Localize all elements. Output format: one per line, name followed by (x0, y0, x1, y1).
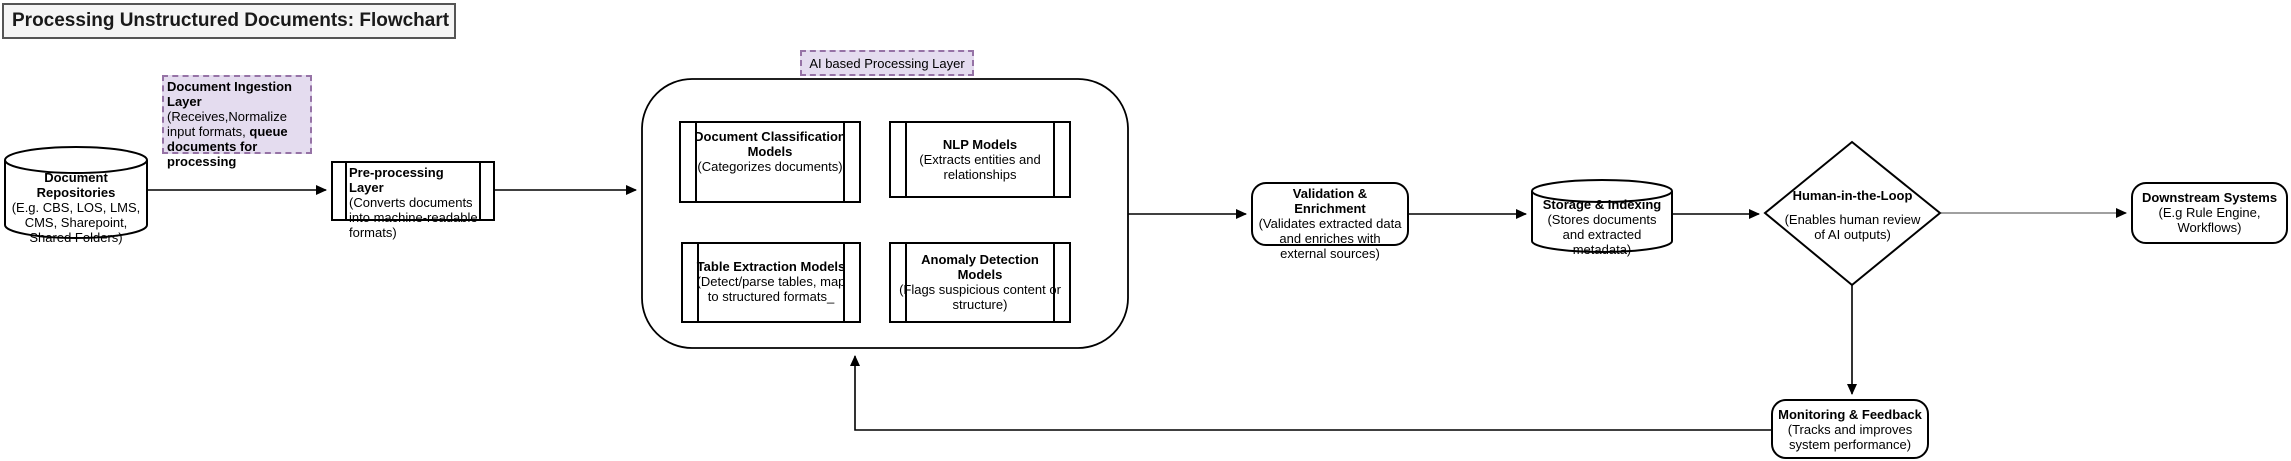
document-repositories-label: Document Repositories (E.g. CBS, LOS, LM… (11, 170, 141, 245)
nlp-label: NLP Models (Extracts entities and relati… (919, 137, 1041, 182)
anomaly-detection-label: Anomaly Detection Models (Flags suspicio… (899, 252, 1061, 312)
classification-box (679, 121, 861, 203)
document-repositories-cylinder (4, 146, 148, 239)
downstream-systems-label: Downstream Systems (E.g Rule Engine, Wor… (2141, 190, 2278, 235)
connectors (147, 185, 2127, 431)
arrow-monitoring-feedback-to-ai-layer (850, 355, 1772, 431)
preprocessing-box (331, 161, 495, 221)
human-in-the-loop-label: Human-in-the-Loop (Enables human review … (1784, 188, 1921, 242)
validation-enrichment-box (1251, 182, 1409, 246)
monitoring-feedback-label: Monitoring & Feedback (Tracks and improv… (1778, 407, 1922, 452)
ingestion-note-body: (Receives,Normalize input formats, (167, 109, 287, 139)
nlp-box (889, 121, 1071, 198)
document-ingestion-note: Document Ingestion Layer(Receives,Normal… (162, 75, 312, 169)
monitoring-feedback-box (1771, 399, 1929, 459)
ingestion-note-title: Document Ingestion Layer (167, 79, 292, 109)
validation-enrichment-label: Validation & Enrichment (Validates extra… (1258, 186, 1402, 261)
preprocessing-label: Pre-processing Layer (Converts documents… (349, 165, 478, 240)
human-in-the-loop-diamond (1763, 140, 1942, 287)
storage-indexing-cylinder (1531, 179, 1673, 253)
storage-indexing-label: Storage & Indexing (Stores documents and… (1542, 197, 1662, 257)
anomaly-detection-box (889, 242, 1071, 323)
page-title: Processing Unstructured Documents: Flowc… (2, 3, 456, 39)
table-extraction-label: Table Extraction Models (Detect/parse ta… (696, 259, 846, 304)
ingestion-note-body-bold: queue documents for processing (167, 124, 288, 169)
ai-processing-layer-label: AI based Processing Layer (800, 50, 974, 76)
table-extraction-box (681, 242, 861, 323)
classification-label: Document Classification Models (Categori… (694, 129, 846, 174)
downstream-systems-box (2131, 182, 2288, 244)
